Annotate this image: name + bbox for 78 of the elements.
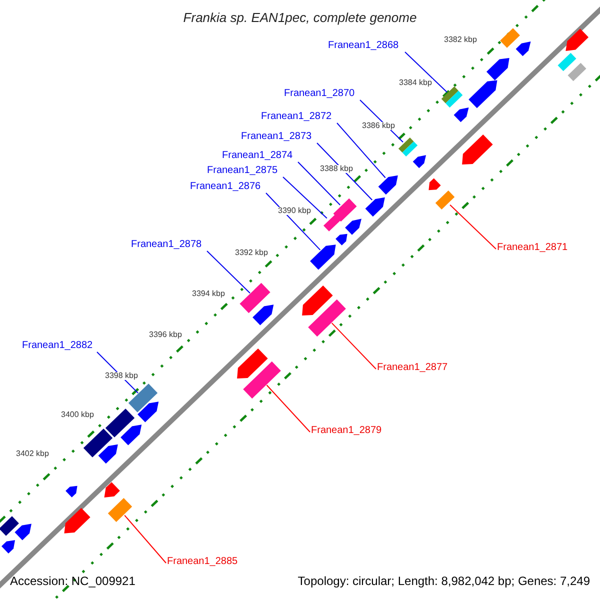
- gene-label: Franean1_2878: [131, 240, 202, 250]
- tick-label: 3398 kbp: [104, 372, 139, 380]
- gene-feature: [500, 28, 520, 48]
- gene-feature: [378, 175, 398, 195]
- leader-line: [298, 162, 341, 206]
- gene-feature: [566, 28, 589, 52]
- gene-feature: [336, 234, 348, 246]
- gene-feature: [2, 540, 16, 554]
- gene-label: Franean1_2877: [377, 363, 448, 373]
- gene-feature: [558, 52, 576, 72]
- tick-label: 3394 kbp: [191, 290, 226, 298]
- gene-feature: [237, 348, 268, 378]
- leader-line: [450, 204, 496, 250]
- gene-feature: [568, 62, 586, 82]
- gene-label: Franean1_2885: [167, 557, 238, 567]
- gene-feature: [108, 498, 132, 522]
- gene-feature: [66, 486, 78, 498]
- gene-feature: [252, 304, 274, 326]
- tick-label: 3392 kbp: [234, 249, 269, 257]
- tick-label: 3396 kbp: [148, 331, 183, 339]
- tick-label: 3390 kbp: [277, 207, 312, 215]
- leader-line: [266, 192, 321, 250]
- gene-label: Franean1_2872: [261, 112, 332, 122]
- gene-feature: [435, 190, 455, 210]
- tick-label: 3384 kbp: [398, 79, 433, 87]
- leader-line: [206, 250, 250, 294]
- gene-feature: [412, 155, 426, 168]
- gene-label: Franean1_2873: [241, 132, 312, 142]
- leader-line: [266, 384, 310, 432]
- accession-text: Accession: NC_009921: [10, 575, 136, 587]
- gene-feature: [462, 134, 493, 164]
- leader-line: [404, 52, 448, 93]
- gene-feature: [454, 107, 469, 122]
- gene-feature: [398, 137, 418, 157]
- gene-feature: [138, 402, 159, 422]
- gene-feature: [83, 428, 113, 458]
- gene-feature: [0, 516, 19, 536]
- gene-feature: [516, 41, 531, 56]
- gene-feature: [486, 58, 510, 80]
- gene-feature: [64, 508, 90, 534]
- gene-feature: [98, 444, 118, 464]
- gene-label: Franean1_2870: [284, 89, 355, 99]
- gene-feature: [240, 282, 270, 314]
- gene-label: Franean1_2871: [497, 243, 568, 253]
- leader-line: [282, 176, 328, 219]
- gene-label: Franean1_2868: [328, 41, 399, 51]
- gene-feature: [441, 86, 463, 108]
- tick-label: 3382 kbp: [443, 36, 478, 44]
- gene-label: Franean1_2875: [207, 166, 278, 176]
- gene-feature: [428, 178, 441, 190]
- tick-label: 3388 kbp: [319, 165, 354, 173]
- gene-feature: [365, 197, 385, 217]
- gene-feature: [243, 361, 281, 399]
- gene-feature: [310, 244, 336, 270]
- leader-line: [124, 514, 166, 564]
- gene-feature: [323, 214, 341, 232]
- tick-label: 3402 kbp: [15, 450, 50, 458]
- title: Frankia sp. EAN1pec, complete genome: [182, 11, 418, 24]
- gene-feature: [104, 482, 120, 498]
- gene-label: Franean1_2874: [222, 151, 293, 161]
- gene-feature: [14, 524, 32, 540]
- leader-line: [316, 142, 373, 200]
- gene-feature: [333, 198, 357, 222]
- gene-label: Franean1_2876: [190, 182, 261, 192]
- genome-info-text: Topology: circular; Length: 8,982,042 bp; Genes: 7,249: [298, 575, 590, 587]
- gene-feature: [120, 424, 142, 446]
- tick-label: 3400 kbp: [60, 411, 95, 419]
- gene-feature: [308, 299, 346, 337]
- gene-feature: [128, 384, 158, 412]
- leader-line: [336, 122, 386, 178]
- gene-feature: [105, 408, 135, 438]
- leader-line: [331, 322, 376, 370]
- gene-label: Franean1_2882: [22, 341, 93, 351]
- gene-feature: [302, 285, 333, 316]
- gene-feature: [468, 80, 498, 108]
- gene-feature: [345, 218, 362, 235]
- tick-label: 3386 kbp: [361, 122, 396, 130]
- gene-label: Franean1_2879: [311, 426, 382, 436]
